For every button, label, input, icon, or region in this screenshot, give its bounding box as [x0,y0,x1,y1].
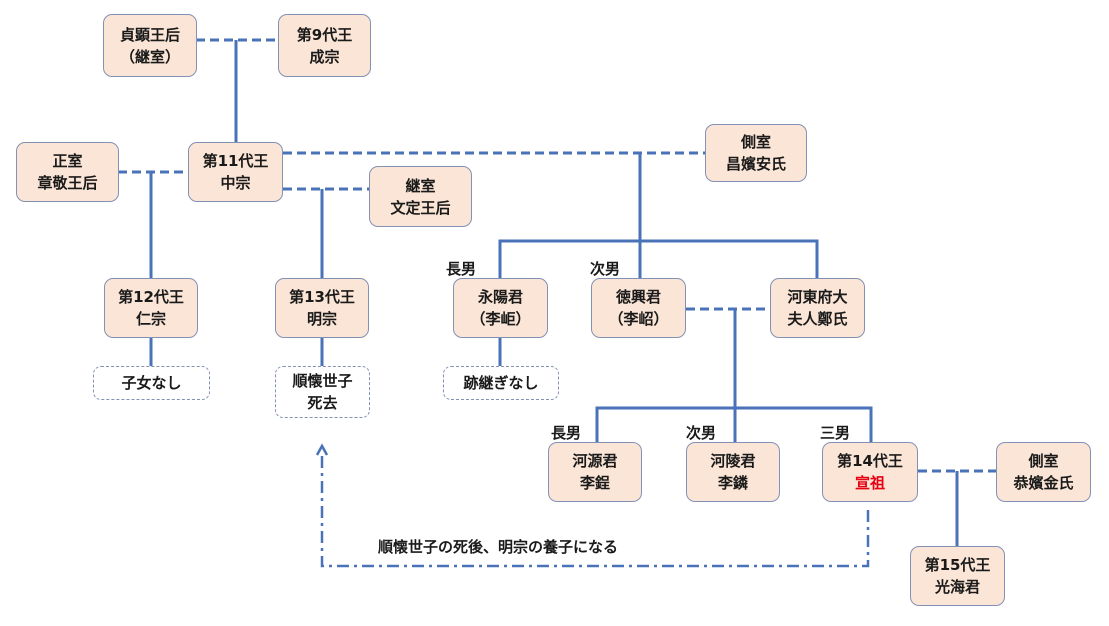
note-no-children: 子女なし [93,366,210,400]
person-title: 第13代王 [289,288,355,306]
person-koukaikun: 第15代王 光海君 [910,546,1005,606]
person-karyoukun: 河陵君 李鏻 [686,442,780,502]
person-tokukoukun: 徳興君 （李岹） [591,278,686,338]
adoption-caption: 順懐世子の死後、明宗の養子になる [378,538,619,556]
person-title: 継室 [405,176,436,195]
person-kagenkun: 河源君 李鋥 [548,442,642,502]
person-sennso: 第14代王 宣祖 [822,442,918,502]
person-name: 夫人鄭氏 [787,310,848,328]
person-name: 章敬王后 [37,174,98,192]
birth-order-label: 長男 [551,424,582,442]
person-name: 永陽君 [477,288,523,306]
person-title: 第12代王 [118,288,184,306]
person-name: 貞顕王后 [119,25,180,44]
person-title: 側室 [1028,452,1059,470]
person-keishitsu-buntei: 継室 文定王后 [369,166,472,227]
person-meisou: 第13代王 明宗 [275,278,369,338]
person-title: 第11代王 [202,152,269,170]
note-text: 順懐世子 [292,372,353,390]
birth-order-label: 長男 [446,260,477,278]
person-seisou: 第9代王 成宗 [278,14,371,77]
person-name-highlighted: 宣祖 [854,474,885,492]
person-title: 第14代王 [837,452,903,470]
person-title: 第9代王 [296,25,353,44]
person-title: 河東府大 [787,288,848,306]
note-junkai-death: 順懐世子 死去 [275,366,370,418]
bracket-tokukoukun-children [595,406,873,442]
person-chuusou: 第11代王 中宗 [188,142,283,202]
person-katoufu: 河東府大 夫人鄭氏 [770,278,865,338]
person-name: 中宗 [220,174,251,192]
note-text: 死去 [307,394,338,412]
person-name: 河源君 [572,452,618,470]
person-jinsou: 第12代王 仁宗 [104,278,198,338]
note-no-heir: 跡継ぎなし [443,366,559,400]
person-title: 正室 [52,152,83,170]
descent-lines [149,40,959,546]
adoption-path [320,452,870,568]
person-real-name: 李鋥 [579,474,610,492]
person-name: 明宗 [306,310,337,328]
birth-order-label: 三男 [820,424,851,442]
person-title: （継室） [119,47,180,66]
person-name: 河陵君 [710,452,756,470]
person-seishitsu-shoukei: 正室 章敬王后 [16,142,119,202]
person-eiyoukun: 永陽君 （李岠） [453,278,548,338]
birth-order-label: 次男 [686,424,717,442]
person-sokushitsu-kin: 側室 恭嬪金氏 [996,442,1091,502]
person-real-name: （李岹） [608,310,669,328]
person-title: 側室 [740,133,771,151]
marriage-lines [118,38,996,473]
person-real-name: （李岠） [470,310,531,328]
person-teikenoogo: 貞顕王后 （継室） [103,14,197,77]
person-name: 成宗 [309,47,340,66]
note-text: 跡継ぎなし [463,374,539,392]
adoption-arrowhead [315,443,329,456]
person-real-name: 李鏻 [717,474,748,492]
person-name: 徳興君 [615,288,661,306]
birth-order-label: 次男 [590,260,621,278]
person-name: 昌嬪安氏 [725,155,786,173]
person-name: 文定王后 [390,198,451,217]
bracket-an-children [498,239,819,278]
person-sokushitsu-an: 側室 昌嬪安氏 [705,124,807,182]
person-name: 恭嬪金氏 [1013,474,1074,492]
person-name: 光海君 [934,578,980,596]
person-title: 第15代王 [924,556,991,574]
person-name: 仁宗 [135,310,166,328]
note-text: 子女なし [121,374,182,392]
